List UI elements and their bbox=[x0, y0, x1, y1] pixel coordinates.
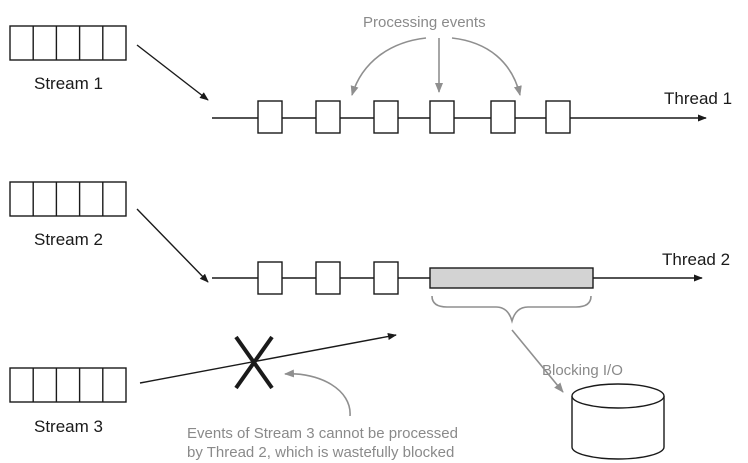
database-icon bbox=[571, 383, 665, 460]
blocking-io-brace bbox=[431, 295, 592, 324]
stream-2-label: Stream 2 bbox=[34, 230, 103, 249]
thread-2-events bbox=[257, 261, 399, 295]
processing-events-label: Processing events bbox=[363, 14, 486, 31]
blocked-note-line-1: Events of Stream 3 cannot be processed bbox=[187, 425, 458, 442]
event-box bbox=[373, 261, 399, 295]
event-box bbox=[490, 100, 516, 134]
stream-2-arrow bbox=[136, 208, 209, 283]
event-box bbox=[545, 100, 571, 134]
blocked-note-line-2: by Thread 2, which is wastefully blocked bbox=[187, 444, 454, 461]
stream-3-label: Stream 3 bbox=[34, 417, 103, 436]
stream-1-label: Stream 1 bbox=[34, 74, 103, 93]
blocking-io-bar bbox=[429, 267, 594, 289]
thread-2-label: Thread 2 bbox=[662, 250, 730, 269]
thread-1-events bbox=[257, 100, 571, 134]
thread-1-label: Thread 1 bbox=[664, 89, 732, 108]
event-box bbox=[257, 261, 283, 295]
stream-3-queue bbox=[9, 367, 127, 403]
blocked-x-icon bbox=[234, 335, 274, 390]
event-box bbox=[257, 100, 283, 134]
blocking-io-arrow bbox=[511, 329, 564, 393]
event-box bbox=[373, 100, 399, 134]
event-box bbox=[429, 100, 455, 134]
stream-3-arrow bbox=[139, 332, 397, 384]
processing-events-pointers bbox=[350, 37, 522, 96]
event-box bbox=[315, 261, 341, 295]
stream-1-arrow bbox=[136, 44, 209, 101]
stream-1-queue bbox=[9, 25, 127, 61]
event-box bbox=[315, 100, 341, 134]
blocked-note-arrow bbox=[284, 369, 351, 417]
blocking-io-label: Blocking I/O bbox=[542, 362, 623, 379]
stream-2-queue bbox=[9, 181, 127, 217]
